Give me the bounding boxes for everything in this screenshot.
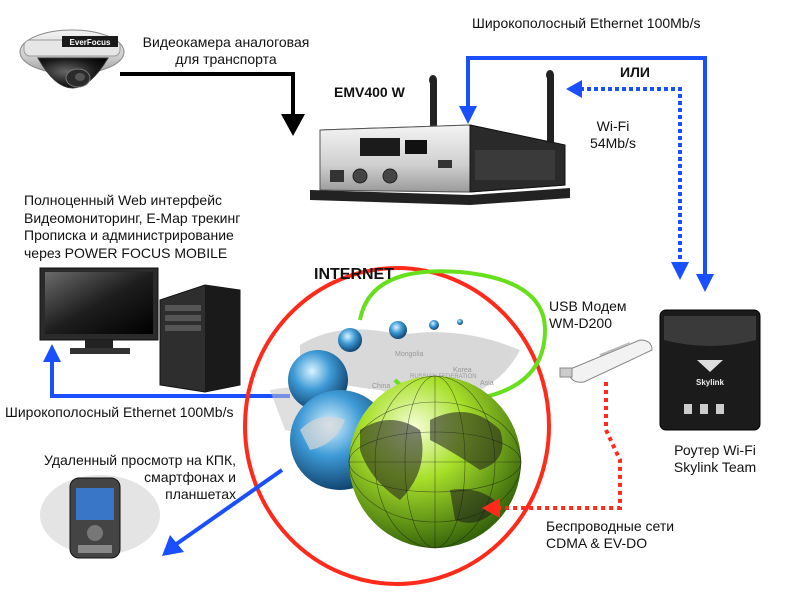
map-label-mongolia: Mongolia <box>395 351 424 358</box>
wireless-label: Беспроводные сети CDMA & EV-DO <box>546 518 675 551</box>
router-brand: Skylink <box>696 378 725 387</box>
computer-icon <box>39 267 241 393</box>
or-label: ИЛИ <box>620 64 650 80</box>
mobile-label: Удаленный просмотр на КПК, смартфонах и … <box>44 452 236 502</box>
internet-label: INTERNET <box>314 266 394 283</box>
small-globe-icon <box>389 321 407 339</box>
small-globe-icon <box>457 319 463 325</box>
map-label-china: China <box>372 383 390 390</box>
map-label-asia: Asia <box>480 380 494 387</box>
dvr-model-label: EMV400 W <box>334 84 405 100</box>
wifi-link <box>566 80 689 280</box>
router-label: Роутер Wi-Fi Skylink Team <box>673 442 757 475</box>
pc-description: Полноценный Web интерфейс Видеомониторин… <box>24 192 241 261</box>
wireless-cdma-link <box>482 382 622 518</box>
ethernet-bottom-label: Широкополосный Ethernet 100Mb/s <box>5 404 234 420</box>
dvr-device-icon <box>310 70 570 205</box>
small-globe-icon <box>338 328 362 352</box>
internet-circle <box>243 266 551 586</box>
camera-icon: EverFocus <box>19 29 125 89</box>
camera-brand: EverFocus <box>70 38 111 47</box>
modem-label: USB Модем WM-D200 <box>549 298 627 331</box>
pda-device-icon <box>40 475 160 559</box>
usb-modem-icon <box>559 339 653 383</box>
small-globe-icon <box>429 320 439 330</box>
ethernet-top-link <box>459 56 714 292</box>
ethernet-top-label: Широкополосный Ethernet 100Mb/s <box>472 15 701 31</box>
wifi-label: Wi-Fi 54Mb/s <box>590 118 636 151</box>
ethernet-bottom-link <box>43 344 290 398</box>
camera-label: Видеокамера аналоговая для транспорта <box>142 34 310 67</box>
router-icon: Skylink <box>659 309 761 431</box>
camera-to-dvr-arrow <box>120 72 305 136</box>
green-globe-icon <box>348 375 522 549</box>
internet-to-pda-arrow <box>162 468 284 556</box>
map-label-korea: Korea <box>453 367 472 374</box>
